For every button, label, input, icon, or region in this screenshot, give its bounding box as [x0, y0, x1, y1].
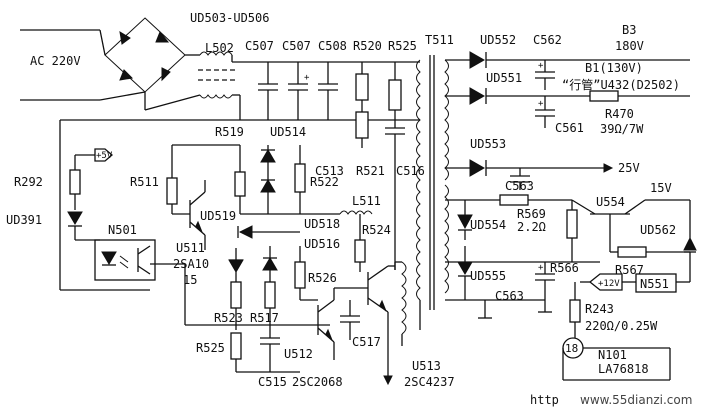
- c563a-label: C563: [505, 179, 534, 193]
- c562-label: C562: [533, 33, 562, 47]
- r569-val-label: 2.2Ω: [517, 220, 546, 234]
- u554-label: U554: [596, 195, 625, 209]
- capacitor-c507a: C507: [245, 39, 278, 120]
- capacitor-c517: C517: [340, 300, 381, 349]
- r522-label: R522: [310, 175, 339, 189]
- n501-label: N501: [108, 223, 137, 237]
- u512-label: U512: [284, 347, 313, 361]
- svg-text:+: +: [538, 99, 544, 109]
- ud562-label: UD562: [640, 223, 676, 237]
- sc2068-label: 2SC2068: [292, 375, 343, 389]
- c507a-label: C507: [245, 39, 274, 53]
- ac-input-label: AC 220V: [30, 54, 81, 68]
- r525-bot-label: R525: [196, 341, 225, 355]
- b3-label: B3: [622, 23, 636, 37]
- c508-label: C508: [318, 39, 347, 53]
- ud551-label: UD551: [486, 71, 522, 85]
- r524-label: R524: [362, 223, 391, 237]
- bridge-label: UD503-UD506: [190, 11, 269, 25]
- sa15-label: 15: [183, 273, 197, 287]
- feedback-n551: +12V N551 R243 220Ω/0.25W 18 N101 LA7681…: [562, 252, 691, 381]
- plus5v-label: +5V: [96, 151, 113, 161]
- bridge-rectifier: UD503-UD506: [99, 11, 269, 110]
- c507b-label: C507: [282, 39, 311, 53]
- c561-label: C561: [555, 121, 584, 135]
- resistor-r520: R520: [353, 39, 382, 148]
- l502-label: L502: [205, 41, 234, 55]
- c517-label: C517: [352, 335, 381, 349]
- c515-label: C515: [258, 375, 287, 389]
- ud554-label: UD554: [470, 218, 506, 232]
- r520-label: R520: [353, 39, 382, 53]
- r526-label: R526: [308, 271, 337, 285]
- watermark-left: http: [530, 393, 559, 407]
- r243-val-label: 220Ω/0.25W: [585, 319, 658, 333]
- u513-label: U513: [412, 359, 441, 373]
- svg-text:+: +: [304, 73, 310, 83]
- transistor-u513: U513 2SC4237: [334, 261, 455, 389]
- t511-label: T511: [425, 33, 454, 47]
- v25-label: 25V: [618, 161, 640, 175]
- r292-ud391-branch: +5V R292 UD391: [6, 148, 113, 241]
- v15-label: 15V: [650, 181, 672, 195]
- v180-label: 180V: [615, 39, 644, 53]
- sc4237-label: 2SC4237: [404, 375, 455, 389]
- ud514-label: UD514: [270, 125, 306, 139]
- n101-label: N101: [598, 348, 627, 362]
- hang-guan-label: “行管”U432(D2502): [562, 77, 680, 92]
- ud518-label: UD518: [304, 217, 340, 231]
- secondary-ud555: UD555 + R566 C563: [445, 246, 600, 303]
- capacitor-c508: C508: [318, 39, 347, 120]
- c563b-label: C563: [495, 289, 524, 303]
- ac-input-section: AC 220V: [20, 29, 100, 101]
- n551-label: N551: [640, 277, 669, 291]
- ud555-label: UD555: [470, 269, 506, 283]
- transistor-u512: U512 2SC2068: [284, 288, 343, 389]
- secondary-180v: UD552 + C562 B3 180V: [445, 23, 690, 90]
- r523-label: R523: [214, 311, 243, 325]
- optocoupler-n501: N501: [94, 223, 156, 281]
- l511-label: L511: [352, 194, 381, 208]
- watermark-right: www.55dianzi.com: [580, 393, 692, 407]
- b1-label: B1(130V): [585, 61, 643, 75]
- ud391-label: UD391: [6, 213, 42, 227]
- svg-text:+: +: [538, 263, 544, 273]
- r569-label: R569: [517, 207, 546, 221]
- r517-label: R517: [250, 311, 279, 325]
- r521-label: R521: [356, 164, 385, 178]
- r566-label: R566: [550, 261, 579, 275]
- r470-label: R470: [605, 107, 634, 121]
- la76818-label: LA76818: [598, 362, 649, 376]
- transformer-t511: T511: [416, 33, 454, 310]
- u511-label: U511: [176, 241, 205, 255]
- ud519-label: UD519: [200, 209, 236, 223]
- ud516-label: UD516: [304, 237, 340, 251]
- r525-top-label: R525: [388, 39, 417, 53]
- capacitor-c507b: + C507: [282, 39, 311, 120]
- transistor-u511: R511 U511 2SA10 15: [130, 144, 240, 325]
- sa10-label: 2SA10: [173, 257, 209, 271]
- ud553-label: UD553: [470, 137, 506, 151]
- ground-stubs: [478, 300, 552, 319]
- c513-label: C513: [315, 164, 344, 178]
- secondary-25v: UD553 25V C563: [445, 137, 640, 193]
- r511-label: R511: [130, 175, 159, 189]
- choke-l502: L502: [144, 41, 236, 111]
- resistor-r525-top: R525: [385, 39, 417, 270]
- plus12v-label: +12V: [598, 279, 620, 289]
- r243-label: R243: [585, 302, 614, 316]
- r470-val-label: 39Ω/7W: [600, 122, 644, 136]
- r292-label: R292: [14, 175, 43, 189]
- svg-text:+: +: [538, 61, 544, 71]
- secondary-b1: UD551 B1(130V) “行管”U432(D2502) + C561 R4…: [445, 61, 690, 136]
- r519-label: R519: [215, 125, 244, 139]
- c516-label: C516: [396, 164, 425, 178]
- pin18-label: 18: [565, 342, 578, 355]
- ud552-label: UD552: [480, 33, 516, 47]
- primary-control-network: R519 UD514 UD519 R522 C513 R521 C516 L51…: [185, 125, 425, 389]
